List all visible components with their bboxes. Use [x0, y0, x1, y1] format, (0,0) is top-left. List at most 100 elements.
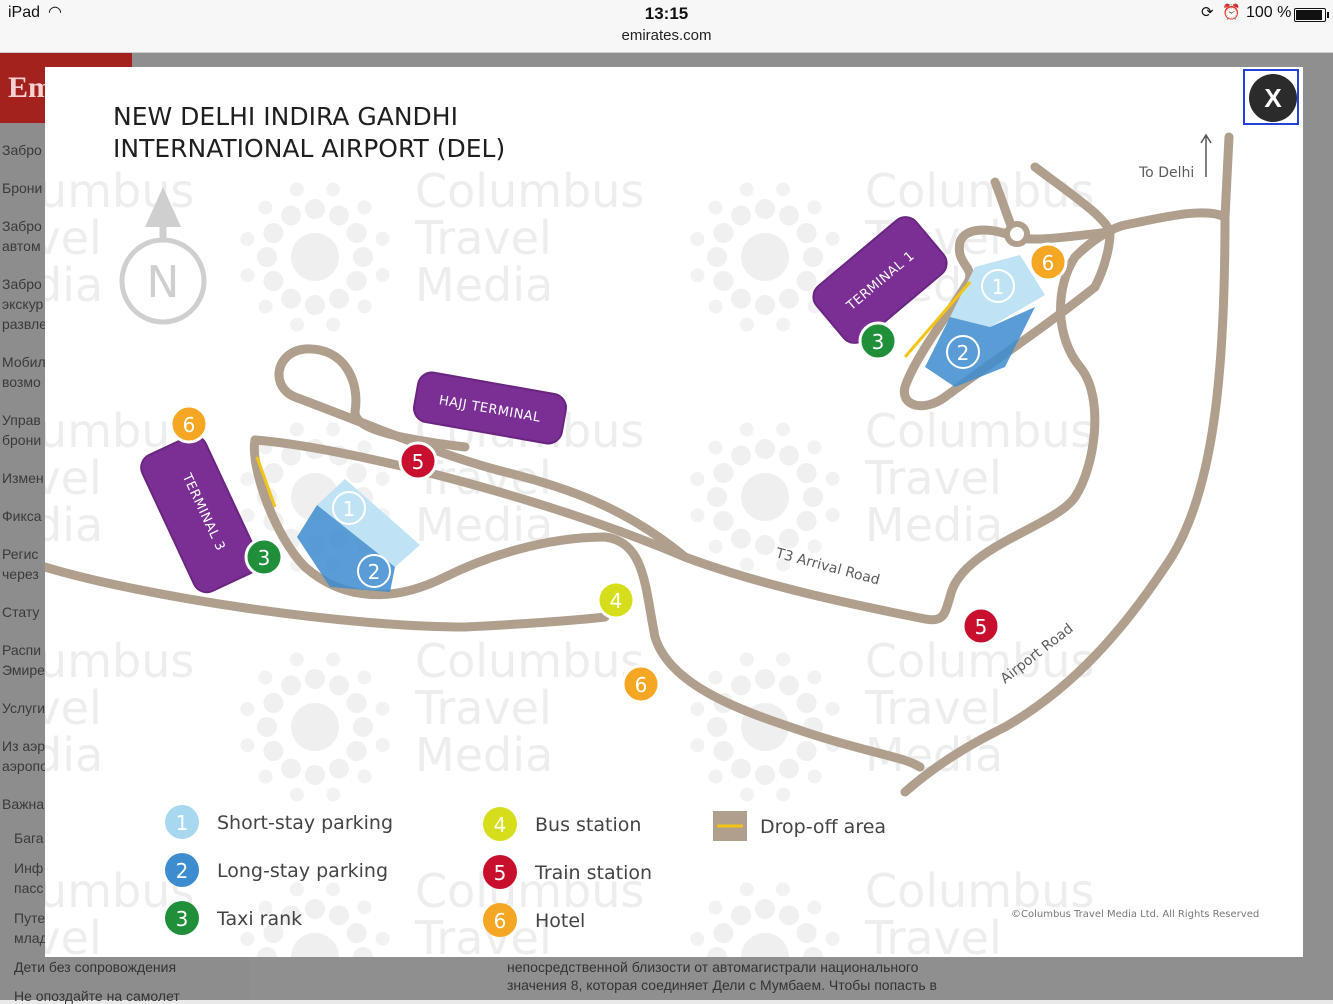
watermark-text: Travel: [414, 211, 552, 265]
t3-short-stay-area: [317, 479, 420, 567]
background-sidebar-link[interactable]: Фикса: [2, 508, 42, 524]
background-sidebar-link[interactable]: Забро: [2, 276, 42, 292]
background-sidebar-link[interactable]: Инф: [14, 860, 44, 876]
map-marker-3[interactable]: 3: [244, 537, 284, 577]
background-sidebar-link[interactable]: развле: [2, 316, 47, 332]
map-marker-1[interactable]: 1: [332, 491, 366, 525]
hajj-terminal[interactable]: HAJJ TERMINAL: [412, 370, 568, 445]
map-marker-number: 6: [635, 673, 648, 697]
watermark-text: Media: [865, 498, 1003, 552]
map-marker-2[interactable]: 2: [357, 554, 391, 588]
road-t3-upper: [274, 344, 690, 562]
legend-label: Bus station: [535, 814, 641, 836]
map-marker-5[interactable]: 5: [961, 606, 1001, 646]
status-bar: iPad ◠ 13:15 emirates.com ⟳ ⏰ 100 %: [0, 0, 1333, 53]
close-button[interactable]: X: [1243, 69, 1299, 125]
watermark-logo-icon: [240, 182, 390, 332]
map-marker-6[interactable]: 6: [169, 404, 209, 444]
device-name: iPad: [8, 4, 41, 21]
background-sidebar-link[interactable]: через: [2, 566, 39, 582]
background-sidebar-link[interactable]: Управ: [2, 412, 41, 428]
background-link-unaccompanied[interactable]: Дети без сопровождения: [14, 959, 177, 975]
watermark-text: Media: [415, 258, 553, 312]
watermark-text: Travel: [864, 451, 1002, 505]
map-marker-number: 1: [992, 275, 1005, 299]
map-marker-4[interactable]: 4: [596, 580, 636, 620]
background-sidebar-link[interactable]: Забро: [2, 142, 42, 158]
background-sidebar-link[interactable]: Стату: [2, 604, 40, 620]
watermark-layer: ColumbusTravelMediaColumbusTravelMediaCo…: [45, 164, 1094, 957]
legend-label: Taxi rank: [216, 908, 302, 930]
map-marker-2[interactable]: 2: [946, 335, 980, 369]
legend-label: Train station: [534, 862, 652, 884]
clock: 13:15: [644, 4, 689, 23]
map-title-line-2: INTERNATIONAL AIRPORT (DEL): [113, 134, 506, 163]
battery-percent: 100 %: [1246, 4, 1292, 21]
background-sidebar-link[interactable]: Путе: [14, 910, 46, 926]
legend-dropoff: Drop-off area: [713, 811, 886, 841]
airport-map: ColumbusTravelMediaColumbusTravelMediaCo…: [45, 132, 1259, 957]
watermark-logo-icon: [240, 882, 390, 957]
background-sidebar-link[interactable]: аэропо: [2, 758, 48, 774]
background-sidebar-link[interactable]: пасс: [14, 880, 44, 896]
map-marker-number: 2: [957, 341, 970, 365]
road-t3-arrival: [250, 208, 1230, 625]
watermark-text: Columbus: [865, 404, 1094, 458]
map-marker-number: 5: [412, 450, 425, 474]
parking-areas: [297, 255, 1045, 592]
map-marker-number: 2: [368, 560, 381, 584]
road-airport: [900, 132, 1234, 797]
watermark-text: Travel: [414, 681, 552, 735]
background-sidebar-link[interactable]: Мобил: [2, 354, 46, 370]
background-sidebar-link[interactable]: Измен: [2, 470, 44, 486]
background-body-text: непосредственной близости от автомагистр…: [507, 959, 937, 993]
legend-swatch: [483, 855, 517, 889]
legend-number: 4: [494, 813, 507, 837]
background-sidebar-link[interactable]: автом: [2, 238, 41, 254]
legend-item: 5 Train station: [483, 855, 652, 889]
watermark-text: Columbus: [415, 634, 644, 688]
background-sidebar-link[interactable]: Эмире: [2, 662, 45, 678]
watermark-logo-icon: [690, 422, 840, 572]
background-sidebar-link[interactable]: брони: [2, 432, 42, 448]
background-link-check-in[interactable]: Не опоздайте на самолет: [14, 988, 180, 1004]
map-marker-3[interactable]: 3: [858, 321, 898, 361]
terminal-1[interactable]: TERMINAL 1: [808, 211, 953, 348]
map-marker-number: 4: [610, 589, 623, 613]
road-t3-loop: [249, 435, 925, 772]
watermark-text: Media: [45, 728, 103, 782]
background-sidebar-link[interactable]: Из аэр: [2, 738, 46, 754]
map-marker-6[interactable]: 6: [621, 664, 661, 704]
legend-number: 5: [494, 861, 507, 885]
watermark-logo-icon: [690, 882, 840, 957]
background-sidebar-link[interactable]: возмо: [2, 374, 41, 390]
terminal-3[interactable]: TERMINAL 3: [137, 431, 264, 597]
address-bar-url[interactable]: emirates.com: [621, 27, 712, 44]
background-sidebar-link[interactable]: Услуги: [2, 700, 46, 716]
background-sidebar-link[interactable]: Распи: [2, 642, 42, 658]
background-sidebar-link[interactable]: экскур: [2, 296, 44, 312]
background-sidebar-link[interactable]: Важна: [2, 796, 45, 812]
background-sidebar-link[interactable]: млад: [14, 930, 48, 946]
battery-icon: [1294, 8, 1329, 22]
background-sidebar-link[interactable]: Забро: [2, 218, 42, 234]
watermark-text: Columbus: [865, 164, 1094, 218]
legend-label: Long-stay parking: [217, 860, 388, 882]
background-sidebar-link[interactable]: Бага: [14, 830, 44, 846]
watermark-text: Columbus: [45, 634, 194, 688]
t1-dropoff-strip: [903, 281, 972, 358]
t1-long-stay-area: [925, 307, 1035, 387]
map-marker-1[interactable]: 1: [981, 269, 1015, 303]
map-marker-6[interactable]: 6: [1028, 242, 1068, 282]
legend-label-dropoff: Drop-off area: [760, 816, 886, 838]
background-sidebar-link[interactable]: Регис: [2, 546, 39, 562]
background-sidebar-link[interactable]: Брони: [2, 180, 43, 196]
watermark-text: Travel: [45, 911, 102, 957]
watermark-logo-icon: [690, 182, 840, 332]
watermark-text: Columbus: [415, 164, 644, 218]
map-marker-5[interactable]: 5: [398, 441, 438, 481]
legend-swatch: [165, 901, 199, 935]
t1-short-stay-area: [950, 255, 1045, 327]
